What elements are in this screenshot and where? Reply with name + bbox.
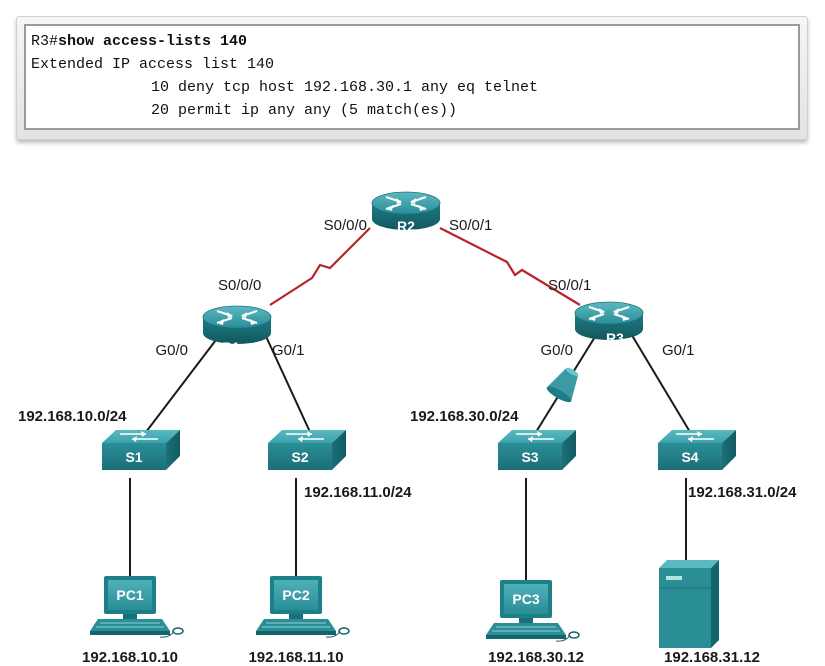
lan4-network-label: 192.168.31.0/24 — [688, 484, 797, 501]
link-r3-s4 — [629, 331, 691, 433]
r2-s001-label: S0/0/1 — [449, 217, 492, 234]
r1-g01-label: G0/1 — [272, 342, 305, 359]
switch-s4-label: S4 — [681, 449, 698, 465]
pc-pc3[interactable]: PC3 — [485, 579, 580, 642]
r3-s001-label: S0/0/1 — [548, 277, 591, 294]
switch-s3-label: S3 — [521, 449, 538, 465]
cli-command-line: R3#show access-lists 140 — [31, 30, 798, 53]
pc1-address: 192.168.10.10 — [82, 649, 178, 666]
r1-s000-label: S0/0/0 — [218, 277, 261, 294]
switch-s2-label: S2 — [291, 449, 308, 465]
router-r1-label: R1 — [222, 339, 240, 355]
cli-acl-entry-10: 10 deny tcp host 192.168.30.1 any eq tel… — [151, 79, 539, 96]
acl-filter-icon — [546, 367, 579, 403]
switch-s1-label: S1 — [125, 449, 142, 465]
router-r3[interactable]: R3 — [574, 301, 644, 346]
pc1-label: PC1 — [116, 587, 143, 603]
link-r1-s1 — [145, 331, 223, 433]
pc-icon — [255, 575, 350, 638]
server[interactable] — [659, 560, 719, 648]
serial-link-r2-r3 — [439, 227, 581, 306]
pc-pc1[interactable]: PC1 — [89, 575, 184, 638]
switch-s4[interactable]: S4 — [657, 429, 737, 471]
switch-s2[interactable]: S2 — [267, 429, 347, 471]
switch-s3[interactable]: S3 — [497, 429, 577, 471]
lan3-network-label: 192.168.30.0/24 — [410, 408, 519, 425]
router-r2-label: R2 — [397, 218, 415, 234]
cli-command: show access-lists 140 — [58, 33, 248, 50]
r3-g01-label: G0/1 — [662, 342, 695, 359]
cli-acl-entry-20: 20 permit ip any any (5 match(es)) — [151, 102, 458, 119]
server-address: 192.168.31.12 — [664, 649, 760, 666]
pc2-label: PC2 — [282, 587, 309, 603]
server-icon — [659, 560, 719, 648]
pc3-label: PC3 — [512, 591, 539, 607]
router-r3-label: R3 — [606, 330, 624, 346]
pc2-address: 192.168.11.10 — [248, 649, 343, 666]
r2-s000-label: S0/0/0 — [324, 217, 367, 234]
serial-link-r1-r2 — [269, 227, 371, 306]
switch-s1[interactable]: S1 — [101, 429, 181, 471]
lan2-network-label: 192.168.11.0/24 — [304, 484, 412, 501]
cli-prompt: R3# — [31, 33, 59, 50]
pc3-address: 192.168.30.12 — [488, 649, 584, 666]
cli-acl-header: Extended IP access list 140 — [31, 56, 275, 73]
link-r1-s2 — [263, 331, 311, 433]
r3-g00-label: G0/0 — [540, 342, 573, 359]
pc-icon — [89, 575, 184, 638]
lan1-network-label: 192.168.10.0/24 — [18, 408, 127, 425]
router-r2[interactable]: R2 — [371, 191, 441, 234]
r1-g00-label: G0/0 — [155, 342, 188, 359]
pc-icon — [485, 579, 580, 642]
pc-pc2[interactable]: PC2 — [255, 575, 350, 638]
router-r1[interactable]: R1 — [202, 305, 272, 355]
